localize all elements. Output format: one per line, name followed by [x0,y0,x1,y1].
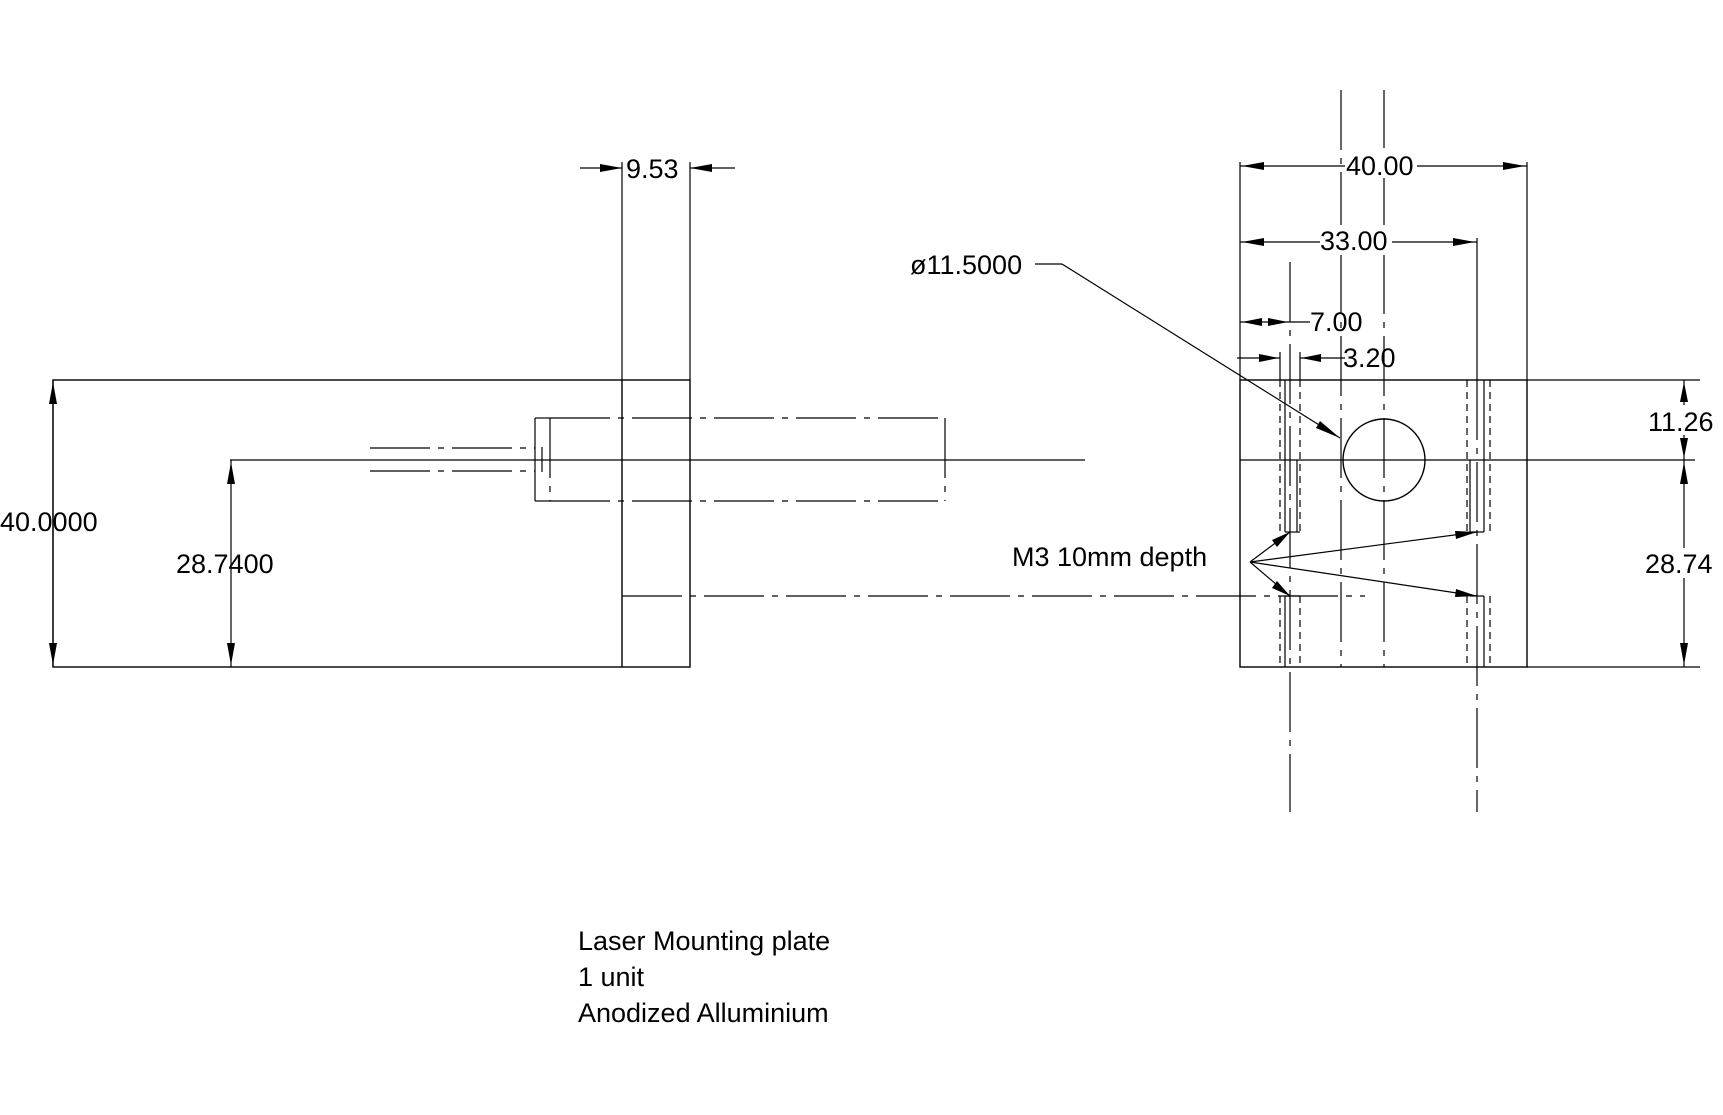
dim-label-28-74: 28.74 [1645,549,1713,579]
part-name: Laser Mounting plate [578,926,830,956]
laser-body-hidden [370,417,946,502]
dim-label-40-00: 40.00 [1346,151,1414,181]
dim-40-0000: 40.0000 [0,380,98,667]
left-m3-hole [1279,262,1301,812]
dim-label-11-26: 11.26 [1648,407,1714,437]
title-block: Laser Mounting plate 1 unit Anodized All… [578,926,830,1028]
dim-label-33-00: 33.00 [1320,226,1388,256]
dim-11-26: 11.26 [1527,379,1723,460]
dim-label-40-0000: 40.0000 [0,507,98,537]
dim-3-20: 3.20 [1237,343,1396,380]
part-material: Anodized Alluminium [578,998,829,1028]
bore-circle [1342,418,1426,502]
part-quantity: 1 unit [578,962,645,992]
dim-28-74: 28.74 [1527,460,1723,668]
thread-note-label: M3 10mm depth [1012,542,1207,572]
side-view: 9.53 40.0000 [0,154,1365,668]
side-view-outline [52,379,691,668]
dim-40-00: 40.00 [1240,148,1527,181]
dim-label-bore-diameter: ø11.5000 [910,250,1022,280]
dim-9-53: 9.53 [580,154,735,184]
dim-label-9-53: 9.53 [626,154,679,184]
dim-label-28-7400: 28.7400 [176,549,274,579]
thread-note: M3 10mm depth [1012,531,1478,597]
dim-28-7400: 28.7400 [176,460,274,667]
dim-label-7-00: 7.00 [1310,307,1363,337]
dim-label-3-20: 3.20 [1343,343,1396,373]
dim-33-00: 33.00 [1240,225,1477,256]
dim-bore-diameter: ø11.5000 [910,250,1341,439]
front-view: 40.00 33.00 7.00 3.20 [910,90,1723,812]
dim-7-00: 7.00 [1240,307,1363,337]
